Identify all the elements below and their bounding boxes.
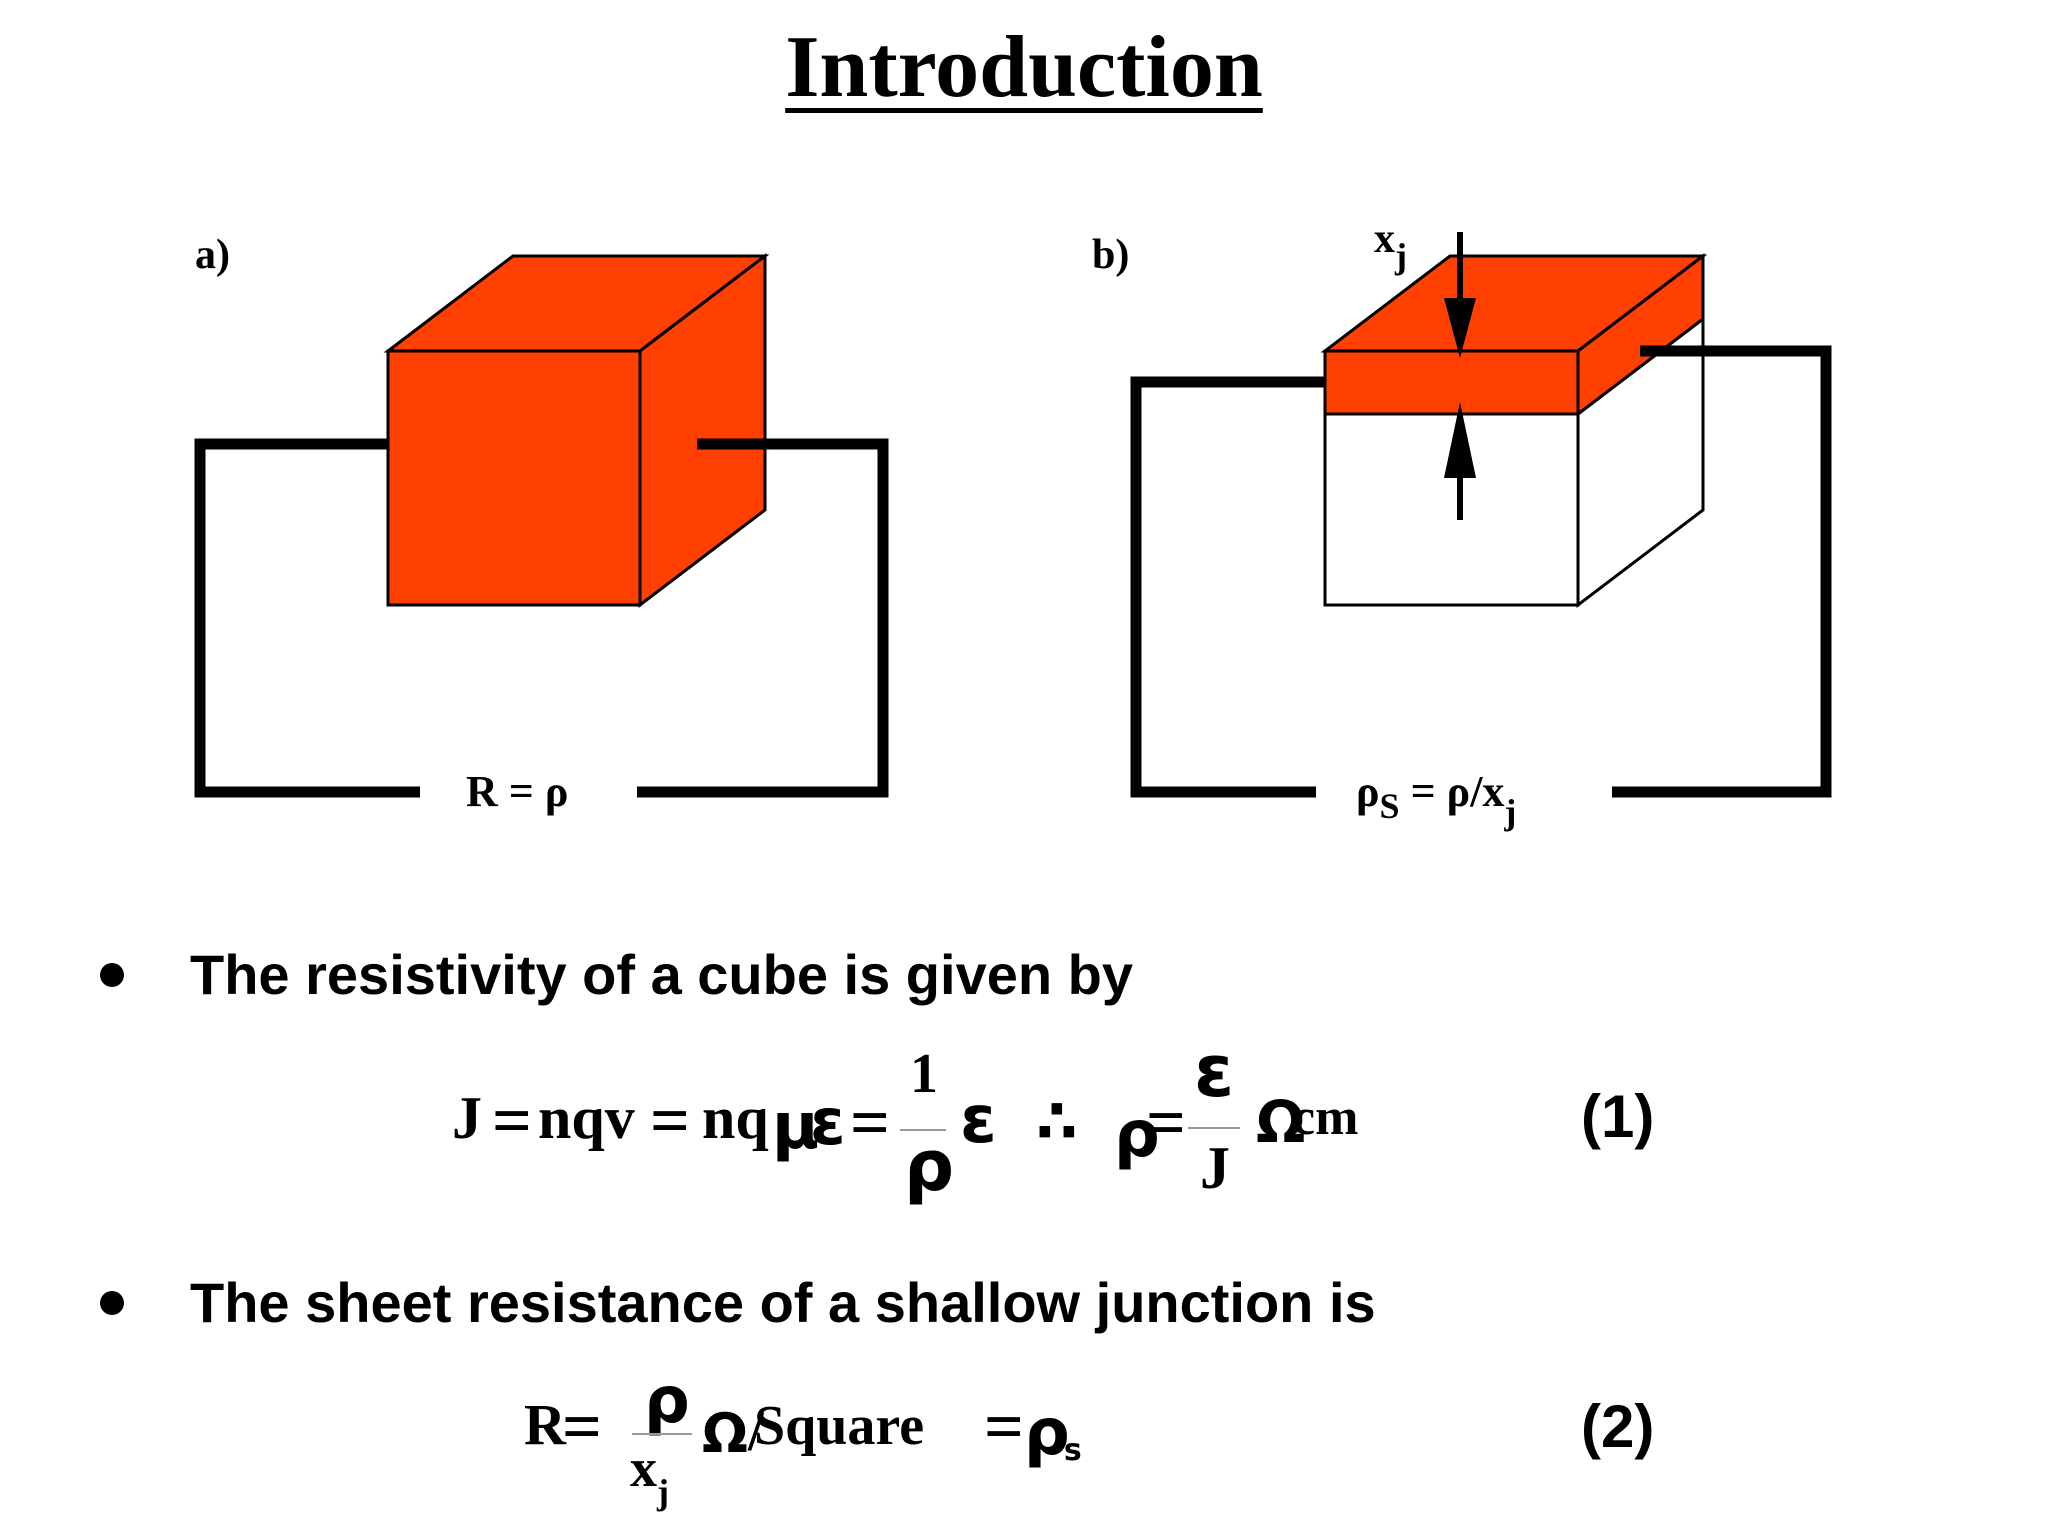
slide-title: Introduction	[785, 19, 1263, 116]
eq1-therefore: ∴	[1036, 1087, 1078, 1157]
depth-arrow-down	[1444, 298, 1476, 358]
eq1-nqv: nqv	[538, 1085, 635, 1151]
eq2-frac-num: ρ	[644, 1370, 690, 1438]
diagram-b-wire-right	[1612, 345, 1832, 798]
eq1-frac1-num: 1	[910, 1043, 938, 1105]
diagram-b: b) xj ρS = ρ/xj	[1092, 216, 1832, 832]
diagram-a: a) R = ρ	[194, 232, 889, 816]
bullet-2: The sheet resistance of a shallow juncti…	[100, 1270, 1376, 1335]
equation-2-number: (2)	[1581, 1393, 1655, 1460]
equation-1: J = nqv = nq μ ε = 1 ρ ε ∴ ρ = ε J Ω cm	[452, 1038, 1358, 1207]
diagram-a-label: a)	[195, 232, 230, 278]
diagram-b-formula: ρS = ρ/xj	[1356, 767, 1516, 832]
depth-label: xj	[1374, 216, 1407, 276]
eq2-equals-2: =	[984, 1389, 1024, 1466]
depth-arrow-up	[1444, 402, 1476, 478]
eq1-frac2-num: ε	[1194, 1038, 1234, 1113]
equation-1-number: (1)	[1581, 1083, 1655, 1150]
diagram-a-wire	[194, 438, 420, 798]
eq2-slash: /	[747, 1401, 765, 1463]
eq2-equals-1: =	[562, 1389, 602, 1466]
eq1-j: J	[452, 1085, 482, 1151]
eq1-equals-1: =	[492, 1083, 532, 1160]
eq2-r: R	[524, 1392, 567, 1457]
eq1-frac2-den: J	[1200, 1135, 1230, 1201]
resistivity-diagrams: a) R = ρ b)	[194, 216, 1832, 832]
eq1-mu: μ	[772, 1090, 819, 1164]
eq1-eps-2: ε	[960, 1081, 997, 1158]
bullet-1-text: The resistivity of a cube is given by	[190, 943, 1133, 1006]
eq2-omega: Ω	[702, 1402, 748, 1465]
diagram-b-wire	[1130, 376, 1325, 798]
bullet-2-text: The sheet resistance of a shallow juncti…	[190, 1271, 1376, 1334]
eq2-square: Square	[754, 1395, 924, 1457]
eq2-rho-s: ρs	[1024, 1396, 1082, 1470]
eq1-omega: Ω	[1256, 1088, 1305, 1156]
bullet-1: The resistivity of a cube is given by	[100, 942, 1133, 1007]
eq1-rho: ρ	[1114, 1098, 1160, 1172]
eq2-frac-den: xj	[630, 1438, 669, 1512]
diagram-b-label: b)	[1092, 232, 1129, 278]
cube-front-face	[386, 349, 642, 607]
eq1-eps-1: ε	[810, 1086, 846, 1160]
slab-front-face	[1323, 349, 1580, 416]
diagram-a-wire-right	[637, 438, 889, 798]
eq1-equals-2: =	[650, 1083, 690, 1160]
eq1-frac1-den: ρ	[904, 1125, 954, 1207]
equation-2: R = ρ xj Ω / Square = ρs	[524, 1370, 1082, 1512]
bullet-dot	[100, 962, 124, 987]
eq1-equals-3: =	[850, 1085, 890, 1162]
diagram-a-formula: R = ρ	[466, 767, 568, 816]
eq1-equals-4: =	[1146, 1085, 1186, 1162]
eq1-cm: cm	[1292, 1089, 1358, 1146]
bullet-dot	[100, 1290, 124, 1315]
eq1-nq: nq	[702, 1085, 769, 1151]
